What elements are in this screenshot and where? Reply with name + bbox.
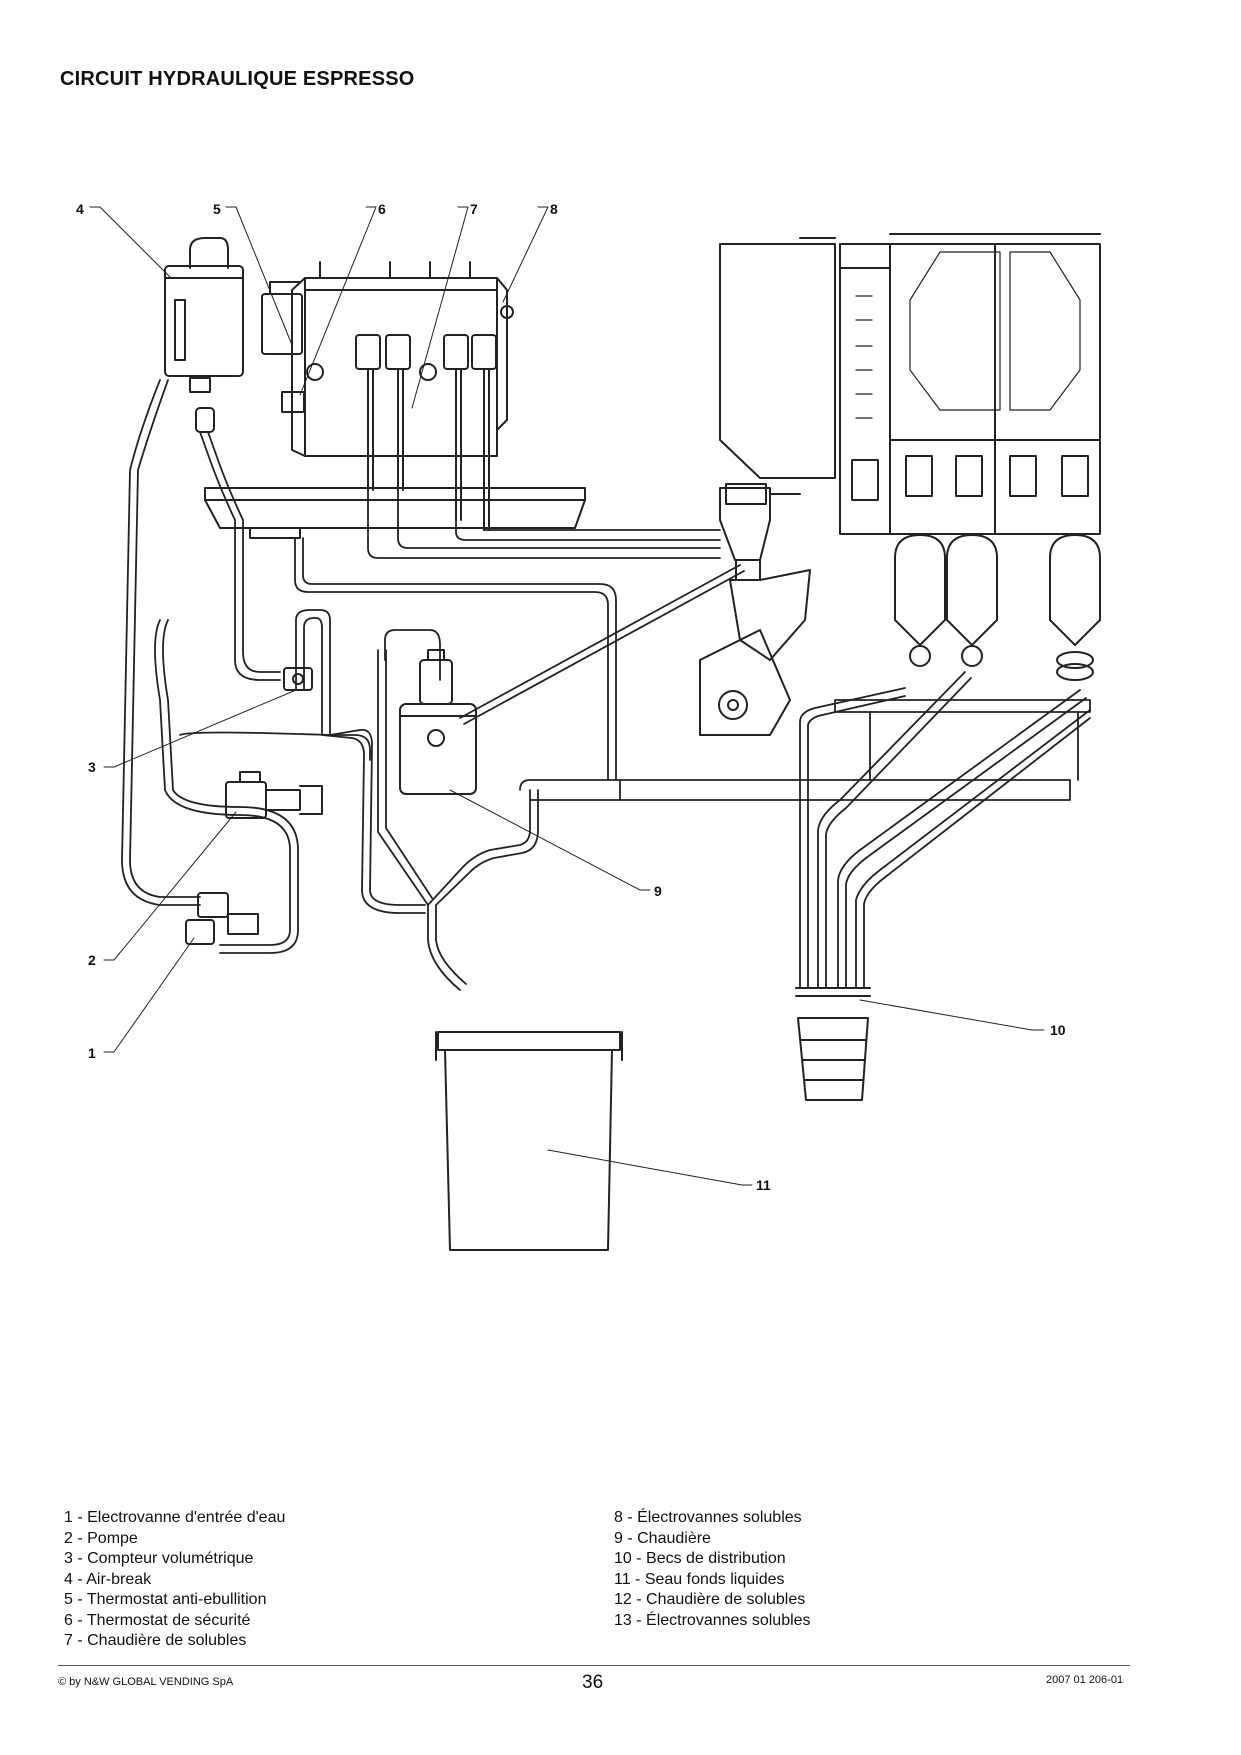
distribution-nozzles <box>795 987 871 1101</box>
document-code: 2007 01 206-01 <box>1046 1674 1124 1686</box>
callout-label: 4 <box>76 201 84 217</box>
callout-label: 6 <box>378 201 386 217</box>
callout-5: 5 <box>213 201 293 346</box>
callout-2: 2 <box>88 811 237 968</box>
callout-label: 11 <box>756 1177 771 1193</box>
legend-item: 10 - Becs de distribution <box>614 1550 786 1567</box>
callout-label: 5 <box>213 201 221 217</box>
espresso-boiler <box>399 649 477 795</box>
callout-1: 1 <box>88 937 195 1061</box>
callout-label: 10 <box>1050 1022 1066 1038</box>
callout-label: 9 <box>654 883 662 899</box>
soluble-boiler-block <box>261 261 514 531</box>
pipework <box>121 379 1071 991</box>
legend-item: 11 - Seau fonds liquides <box>614 1570 785 1588</box>
legend-item: 6 - Thermostat de sécurité <box>64 1611 251 1629</box>
footer-divider <box>58 1665 1130 1666</box>
liquid-waste-bucket <box>435 1031 623 1251</box>
water-inlet-valve <box>185 892 259 945</box>
legend-item: 2 - Pompe <box>64 1529 138 1547</box>
page-title: CIRCUIT HYDRAULIQUE ESPRESSO <box>60 68 415 90</box>
legend-item: 3 - Compteur volumétrique <box>64 1550 254 1567</box>
legend-item: 8 - Électrovannes solubles <box>614 1509 802 1526</box>
callout-10: 10 <box>859 999 1066 1038</box>
legend-item: 13 - Électrovannes solubles <box>614 1611 811 1629</box>
callout-9: 9 <box>449 789 662 899</box>
legend-item: 9 - Chaudière <box>614 1529 711 1547</box>
legend-right: 8 - Électrovannes solubles 9 - Chaudière… <box>614 1508 811 1631</box>
volumetric-meter <box>283 667 313 691</box>
callout-7: 7 <box>411 201 478 409</box>
page-number: 36 <box>582 1672 604 1693</box>
legend-item: 7 - Chaudière de solubles <box>64 1632 247 1649</box>
soluble-canisters <box>889 233 1101 535</box>
callout-label: 2 <box>88 952 96 968</box>
callout-label: 8 <box>550 201 558 217</box>
soluble-mixers <box>894 534 1101 681</box>
legend-item: 1 - Electrovanne d'entrée d'eau <box>64 1509 286 1526</box>
callout-11: 11 <box>547 1149 771 1193</box>
callout-label: 3 <box>88 759 96 775</box>
callout-label: 7 <box>470 201 478 217</box>
drip-tray <box>204 487 586 539</box>
callout-3: 3 <box>88 689 297 775</box>
legend-item: 4 - Air-break <box>64 1570 152 1588</box>
legend-item: 5 - Thermostat anti-ebullition <box>64 1591 267 1608</box>
mixer-outlet-pipes <box>799 671 1091 989</box>
coffee-hopper <box>719 237 891 535</box>
callout-8: 8 <box>502 201 558 303</box>
espresso-brewing-group <box>699 483 811 736</box>
footer-copyright: © by N&W GLOBAL VENDING SpA <box>58 1676 234 1688</box>
pump <box>225 771 323 819</box>
legend-item: 12 - Chaudière de solubles <box>614 1591 806 1608</box>
air-break <box>164 237 244 433</box>
callout-label: 1 <box>88 1045 96 1061</box>
callout-4: 4 <box>76 201 171 278</box>
callout-6: 6 <box>299 201 386 396</box>
legend-left: 1 - Electrovanne d'entrée d'eau 2 - Pomp… <box>64 1508 285 1652</box>
